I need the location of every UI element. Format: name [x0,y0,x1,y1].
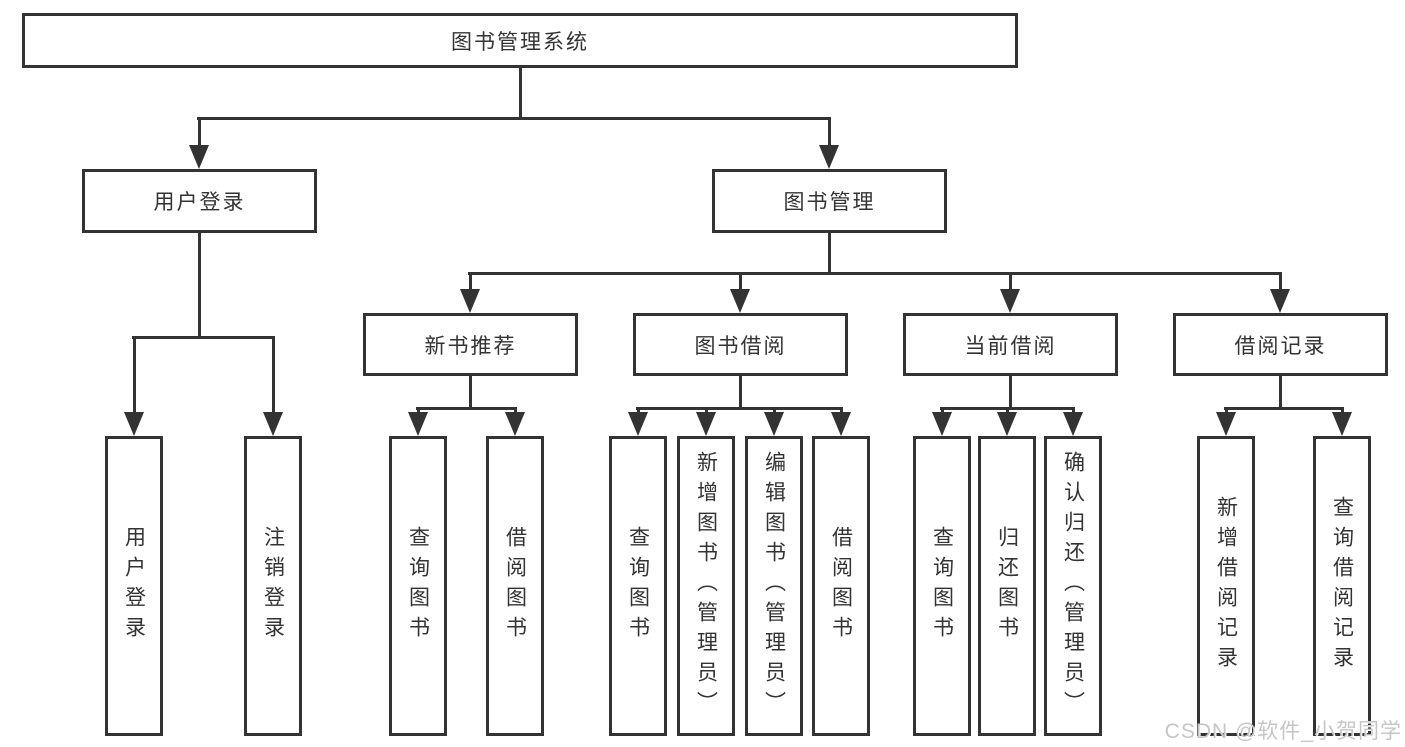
csdn-watermark: CSDN @软件_小贺同学 [1164,720,1402,743]
line [416,407,517,410]
line [469,272,472,292]
line [197,117,831,120]
line [739,376,742,410]
leaf-edit-books-admin: 编辑图书（管理员） [745,436,803,736]
arrowhead-down-icon [730,289,750,313]
leaf-query-books-borrowing-label: 查询图书 [626,526,650,646]
node-book-borrowing-label: 图书借阅 [694,334,787,358]
leaf-query-books-borrowing: 查询图书 [609,436,667,736]
leaf-query-books-recommend-label: 查询图书 [406,526,430,646]
line [198,117,201,149]
arrowhead-down-icon [1270,289,1290,313]
leaf-logout-label: 注销登录 [261,526,285,646]
node-new-book-recommend-label: 新书推荐 [424,334,517,358]
leaf-confirm-return-admin: 确认归还（管理员） [1044,436,1102,736]
node-book-management-label: 图书管理 [783,191,876,214]
leaf-add-books-admin-label: 新增图书（管理员） [694,451,718,721]
leaf-user-login-label: 用户登录 [122,526,146,646]
line [636,407,843,410]
leaf-add-borrow-record-label: 新增借阅记录 [1214,496,1238,676]
node-current-borrowing: 当前借阅 [903,313,1118,376]
node-borrowing-records-label: 借阅记录 [1234,334,1327,358]
arrowhead-down-icon [408,412,428,436]
line [1279,376,1282,410]
arrowhead-down-icon [1000,289,1020,313]
arrowhead-down-icon [1063,412,1083,436]
line [1009,376,1012,410]
node-borrowing-records: 借阅记录 [1173,313,1388,376]
leaf-query-books-current-label: 查询图书 [930,526,954,646]
node-new-book-recommend: 新书推荐 [363,313,578,376]
leaf-user-login: 用户登录 [105,436,163,736]
arrowhead-down-icon [819,145,839,169]
leaf-query-borrow-record: 查询借阅记录 [1313,436,1371,736]
leaf-query-books-recommend: 查询图书 [389,436,447,736]
arrowhead-down-icon [628,412,648,436]
line [469,376,472,410]
arrowhead-down-icon [189,145,209,169]
line [272,336,275,414]
leaf-logout: 注销登录 [244,436,302,736]
line [1009,272,1012,292]
line [198,233,201,339]
leaf-borrow-books-recommend: 借阅图书 [486,436,544,736]
leaf-add-borrow-record: 新增借阅记录 [1197,436,1255,736]
arrowhead-down-icon [124,412,144,436]
arrowhead-down-icon [1332,412,1352,436]
line [828,233,831,275]
leaf-borrow-books-borrowing-label: 借阅图书 [829,526,853,646]
line [739,272,742,292]
arrowhead-down-icon [997,412,1017,436]
node-current-borrowing-label: 当前借阅 [964,334,1057,358]
node-user-login-label: 用户登录 [153,191,246,214]
line [132,336,275,339]
arrowhead-down-icon [831,412,851,436]
node-book-management: 图书管理 [712,169,947,233]
node-book-borrowing: 图书借阅 [633,313,848,376]
leaf-return-books-label: 归还图书 [995,526,1019,646]
node-root: 图书管理系统 [22,13,1018,68]
leaf-query-books-current: 查询图书 [913,436,971,736]
arrowhead-down-icon [505,412,525,436]
line [468,272,1282,275]
line [519,68,522,118]
leaf-confirm-return-admin-label: 确认归还（管理员） [1061,451,1085,721]
arrowhead-down-icon [263,412,283,436]
leaf-query-borrow-record-label: 查询借阅记录 [1330,496,1354,676]
leaf-return-books: 归还图书 [978,436,1036,736]
leaf-edit-books-admin-label: 编辑图书（管理员） [762,451,786,721]
node-user-login: 用户登录 [82,169,317,233]
arrowhead-down-icon [1216,412,1236,436]
arrowhead-down-icon [460,289,480,313]
arrowhead-down-icon [696,412,716,436]
leaf-borrow-books-borrowing: 借阅图书 [812,436,870,736]
leaf-borrow-books-recommend-label: 借阅图书 [503,526,527,646]
line [133,336,136,414]
line [1279,272,1282,292]
node-root-label: 图书管理系统 [451,30,589,54]
line [1224,407,1344,410]
arrowhead-down-icon [932,412,952,436]
line [828,117,831,149]
arrowhead-down-icon [764,412,784,436]
leaf-add-books-admin: 新增图书（管理员） [677,436,735,736]
